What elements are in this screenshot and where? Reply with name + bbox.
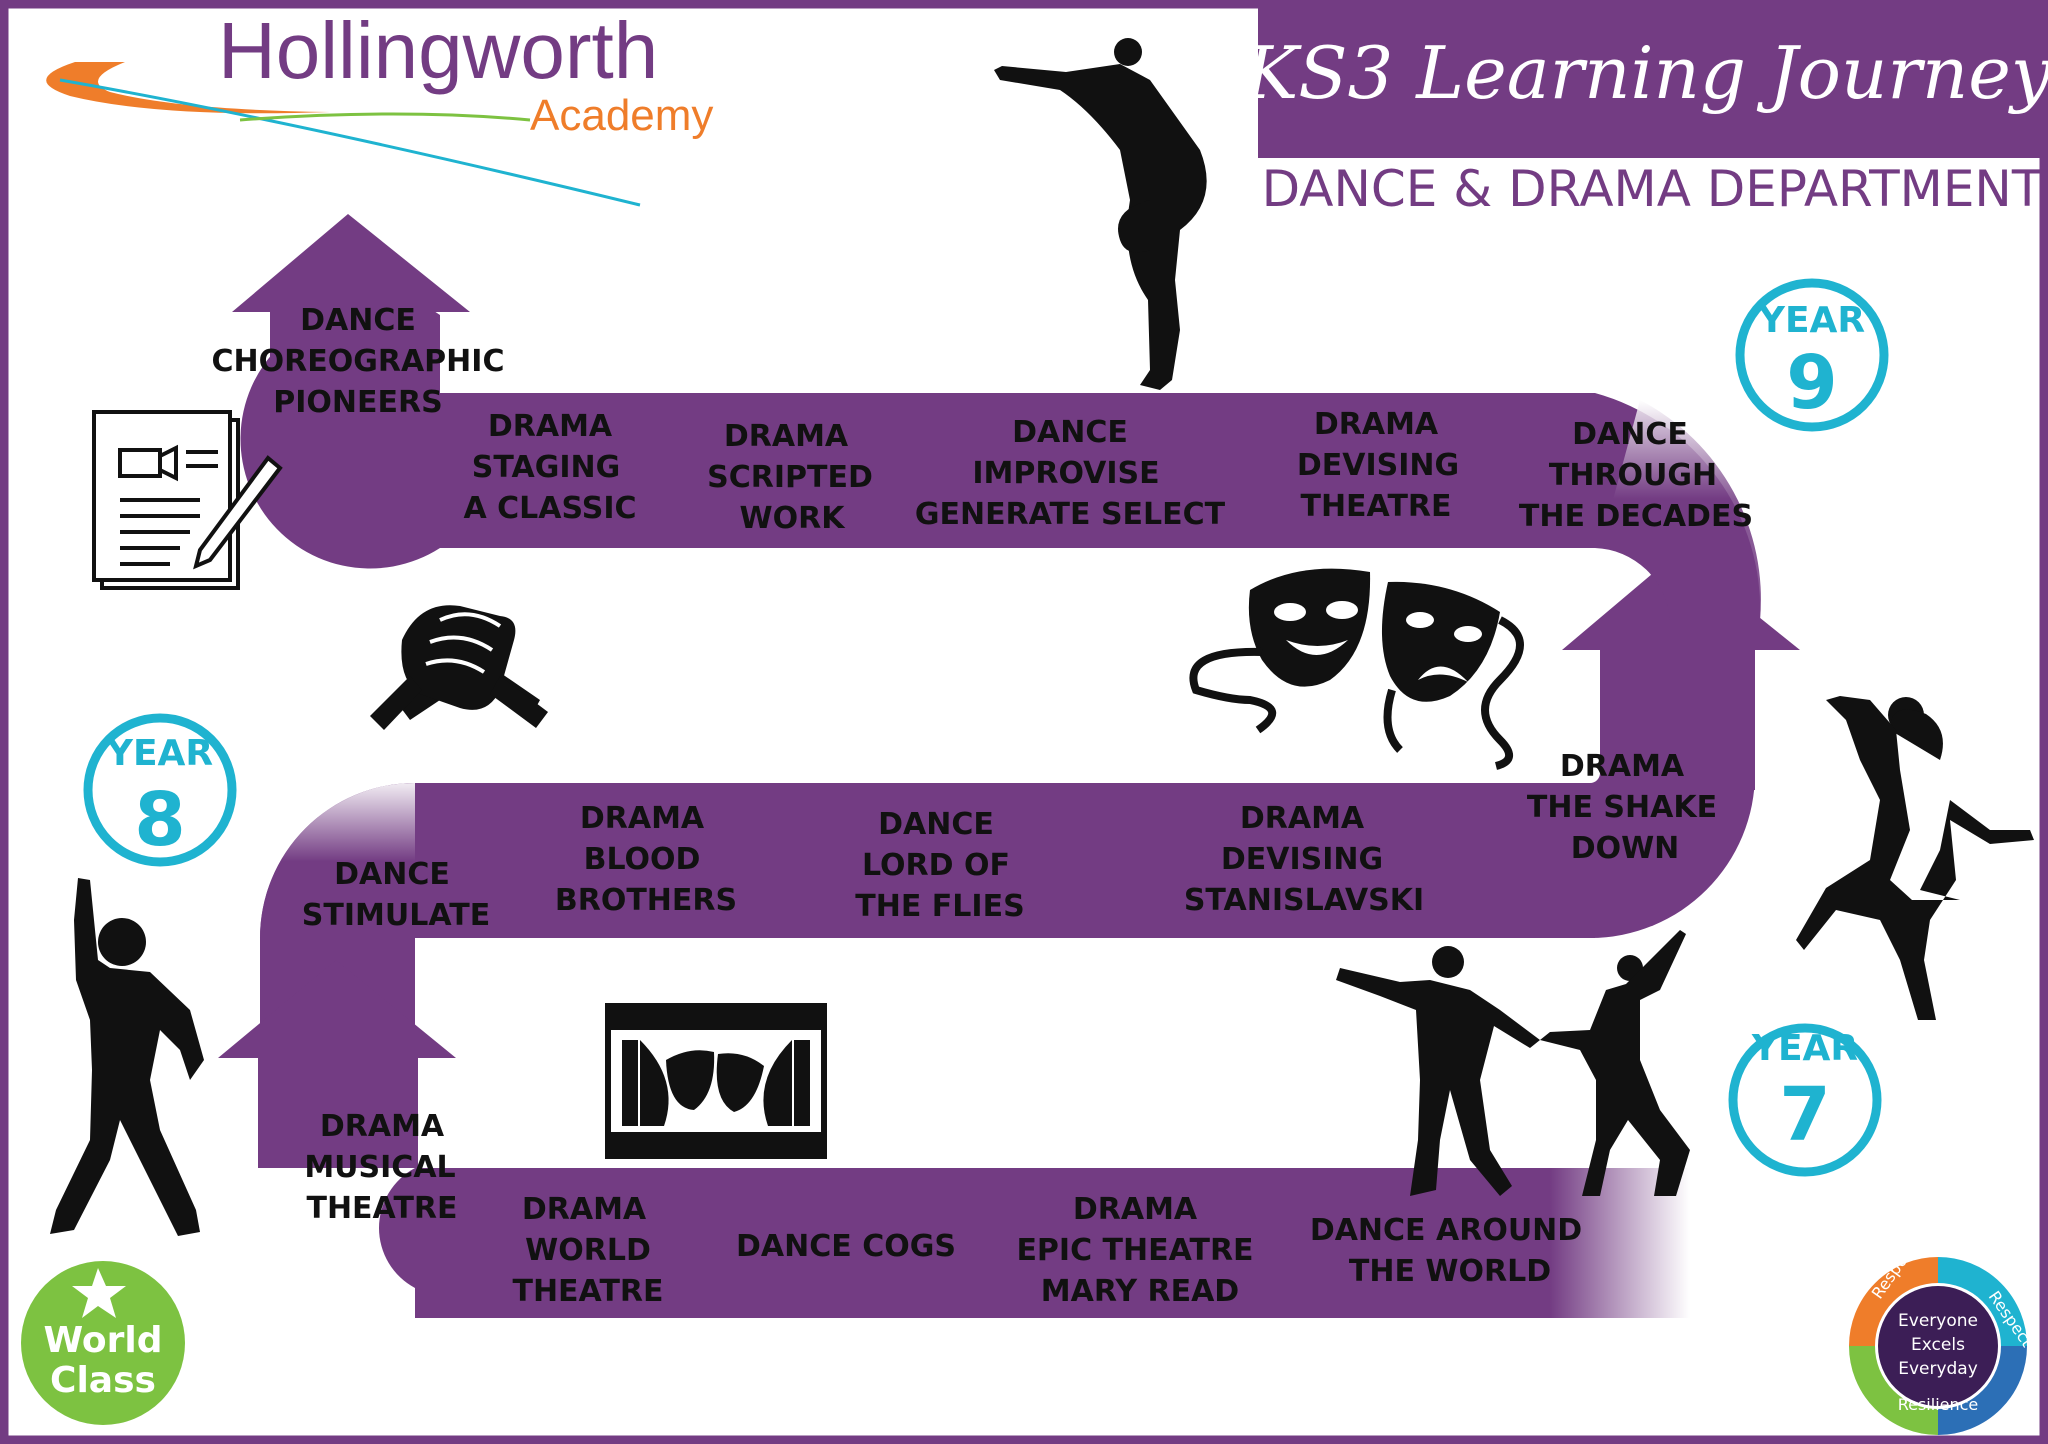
script-pencil-icon [92, 410, 283, 590]
journey-road [218, 214, 1800, 1318]
logo-sub: Academy [530, 91, 713, 140]
world-class-badge: World Class [21, 1261, 185, 1425]
breakdancer-silhouette [994, 38, 1207, 390]
arrow-up-left [218, 960, 456, 1168]
header-subtitle: DANCE & DRAMA DEPARTMENT [1262, 160, 2043, 218]
world-class-line-2: Class [50, 1360, 156, 1401]
year-7-badge: YEAR 7 [1728, 1023, 1882, 1177]
header-banner [1258, 8, 2040, 158]
world-class-line-1: World [43, 1320, 162, 1361]
year-9-badge: YEAR 9 [1735, 278, 1889, 432]
logo-swoosh-blue [59, 78, 641, 207]
values-ring-resilience: Resilience [1898, 1395, 1979, 1414]
theatre-masks-icon [1189, 568, 1524, 770]
logo-swoosh-green [239, 112, 531, 122]
arrow-up-top [232, 214, 470, 470]
disco-dancer-silhouette [50, 878, 204, 1236]
logo-name: Hollingworth [218, 6, 658, 95]
year-8-number: 8 [134, 777, 186, 863]
year-8-badge: YEAR 8 [83, 713, 237, 867]
academy-logo: Hollingworth Academy [46, 6, 713, 207]
year-7-label: YEAR [1751, 1028, 1858, 1069]
values-center-line-1: Everyone [1898, 1311, 1978, 1331]
header-title: KS3 Learning Journey [1243, 31, 2048, 115]
values-center-line-3: Everyday [1898, 1359, 1978, 1379]
year-7-number: 7 [1779, 1072, 1831, 1158]
year-9-number: 9 [1786, 340, 1838, 426]
header: KS3 Learning Journey DANCE & DRAMA DEPAR… [1243, 8, 2048, 218]
values-center-line-2: Excels [1911, 1335, 1965, 1355]
dancer-silhouette [1796, 696, 2034, 1020]
year-9-label: YEAR [1758, 300, 1865, 341]
year-8-label: YEAR [106, 733, 213, 774]
handshake-icon [370, 605, 548, 730]
values-badge: Responsibility Respect Resilience Everyo… [1849, 1201, 2037, 1435]
stage-masks-icon [605, 1003, 827, 1159]
dancing-couple-silhouette [1336, 930, 1690, 1196]
logo-swoosh-orange [46, 62, 330, 114]
unit-dance-cogs: DANCE COGS [736, 1229, 956, 1264]
